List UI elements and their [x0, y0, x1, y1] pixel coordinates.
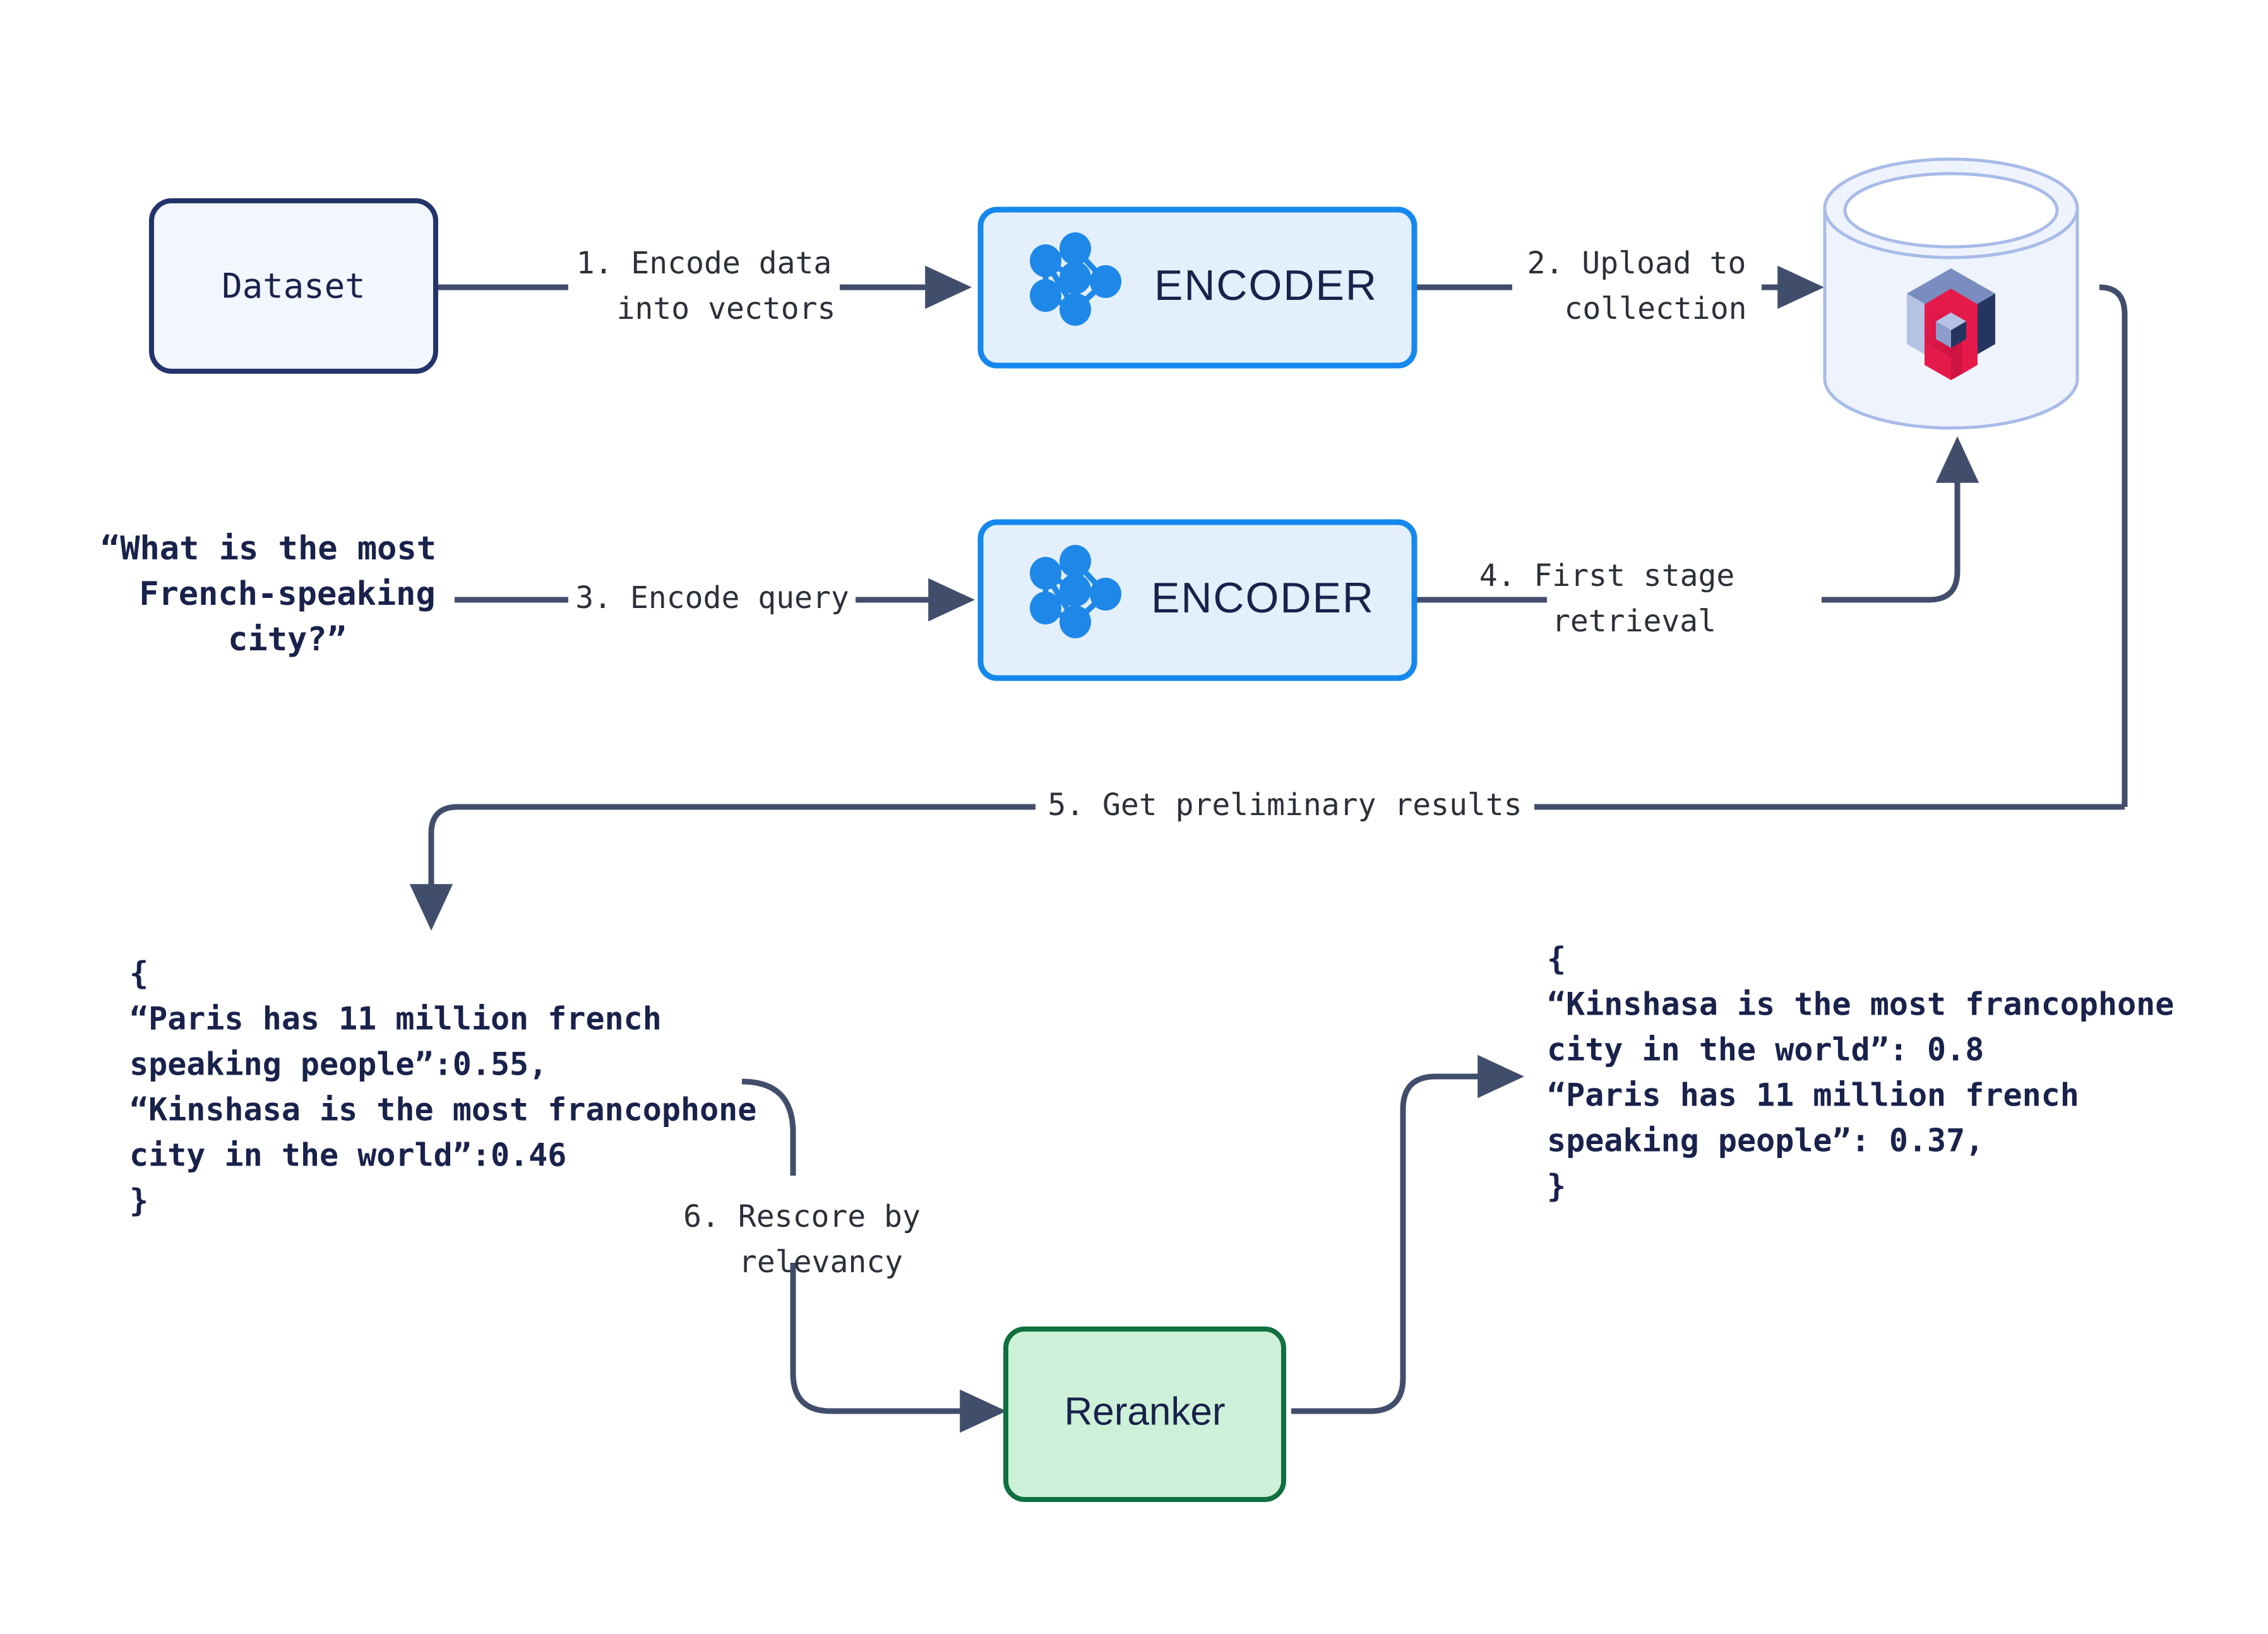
- edge-2-label-line-1: 2. Upload to: [1527, 246, 1746, 281]
- reranked-line-2: “Kinshasa is the most francophone: [1547, 986, 2174, 1023]
- edge-6-label-line-2: relevancy: [739, 1244, 903, 1280]
- edge-3-label-line-1: 3. Encode query: [575, 580, 849, 616]
- preliminary-line-5: city in the world”:0.46: [129, 1137, 566, 1174]
- edge-5-label-line-1: 5. Get preliminary results: [1047, 787, 1522, 823]
- reranked-results: { “Kinshasa is the most francophone city…: [1547, 941, 2174, 1205]
- edge-1-label-line-1: 1. Encode data: [576, 246, 832, 281]
- preliminary-line-2: “Paris has 11 million french: [129, 1001, 662, 1037]
- preliminary-line-3: speaking people”:0.55,: [129, 1046, 547, 1083]
- edge-6-segment-top: [741, 1078, 796, 1176]
- reranked-line-4: “Paris has 11 million french: [1547, 1077, 2079, 1114]
- preliminary-results: { “Paris has 11 million french speaking …: [129, 955, 756, 1219]
- encoder-top-label: ENCODER: [1154, 261, 1378, 309]
- cylinder-top-inner: [1843, 172, 2059, 249]
- reranker-label: Reranker: [1065, 1390, 1226, 1433]
- reranked-line-5: speaking people”: 0.37,: [1547, 1123, 1984, 1159]
- preliminary-line-6: }: [129, 1183, 148, 1219]
- reranked-line-6: }: [1547, 1168, 1566, 1205]
- node-encoder-top[interactable]: ENCODER: [977, 206, 1418, 369]
- neural-network-icon: [1030, 232, 1121, 326]
- node-dataset[interactable]: Dataset: [149, 198, 438, 374]
- neural-network-icon: [1030, 545, 1121, 638]
- dataset-box: [149, 198, 438, 374]
- edge-2-label-line-2: collection: [1565, 291, 1747, 326]
- reranker-box: [1003, 1327, 1286, 1502]
- query-line-1: “What is the most: [100, 530, 436, 568]
- query-line-3: city?”: [228, 621, 347, 659]
- query-line-2: French-speaking: [139, 575, 436, 613]
- edge-output-path: [1291, 1054, 1525, 1414]
- encoder-bottom-label: ENCODER: [1151, 574, 1375, 622]
- query-text: “What is the most French-speaking city?”: [100, 530, 436, 659]
- edge-5-segment-right: [2099, 284, 2128, 807]
- edge-labels: 1. Encode data into vectors 2. Upload to…: [575, 246, 1746, 1280]
- preliminary-line-4: “Kinshasa is the most francophone: [129, 1092, 756, 1128]
- reranked-line-1: {: [1547, 941, 1566, 977]
- qdrant-logo-icon: [1907, 268, 1995, 380]
- reranked-line-3: city in the world”: 0.8: [1547, 1032, 1984, 1068]
- node-encoder-bottom[interactable]: ENCODER: [977, 519, 1418, 681]
- edge-6-segment-bottom: [790, 1263, 1007, 1433]
- edge-4-label-line-1: 4. First stage: [1479, 558, 1735, 593]
- edge-4-segment-right: [1822, 436, 1979, 603]
- edge-1-label-line-2: into vectors: [617, 291, 836, 326]
- edge-5-segment-left: [409, 804, 1036, 931]
- dataset-label: Dataset: [222, 266, 366, 306]
- node-vector-db[interactable]: [1823, 157, 2079, 430]
- edge-6-label-line-1: 6. Rescore by: [683, 1199, 921, 1234]
- node-reranker[interactable]: Reranker: [1003, 1327, 1286, 1502]
- preliminary-line-1: {: [129, 955, 148, 992]
- edge-4-label-line-2: retrieval: [1552, 604, 1716, 639]
